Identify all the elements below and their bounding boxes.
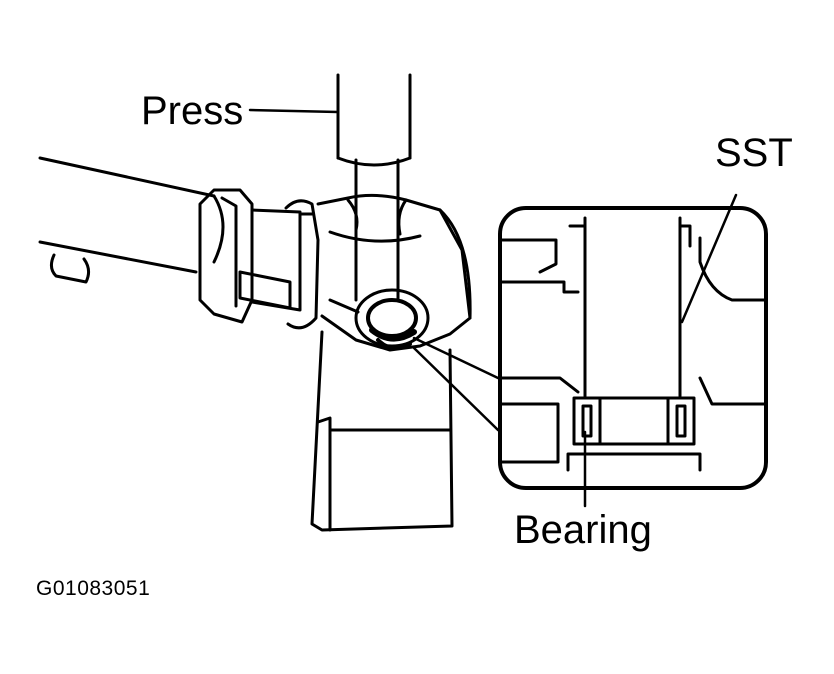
sst-label: SST [715,131,793,175]
callout-pointers [250,110,736,506]
press-ram [338,75,410,300]
figure-code: G01083051 [36,577,151,600]
detail-inset [500,208,766,488]
rack-tube [40,158,223,282]
bearing-label: Bearing [514,508,652,552]
rack-housing [200,190,470,350]
support-block [312,332,452,530]
press-label: Press [141,89,244,133]
